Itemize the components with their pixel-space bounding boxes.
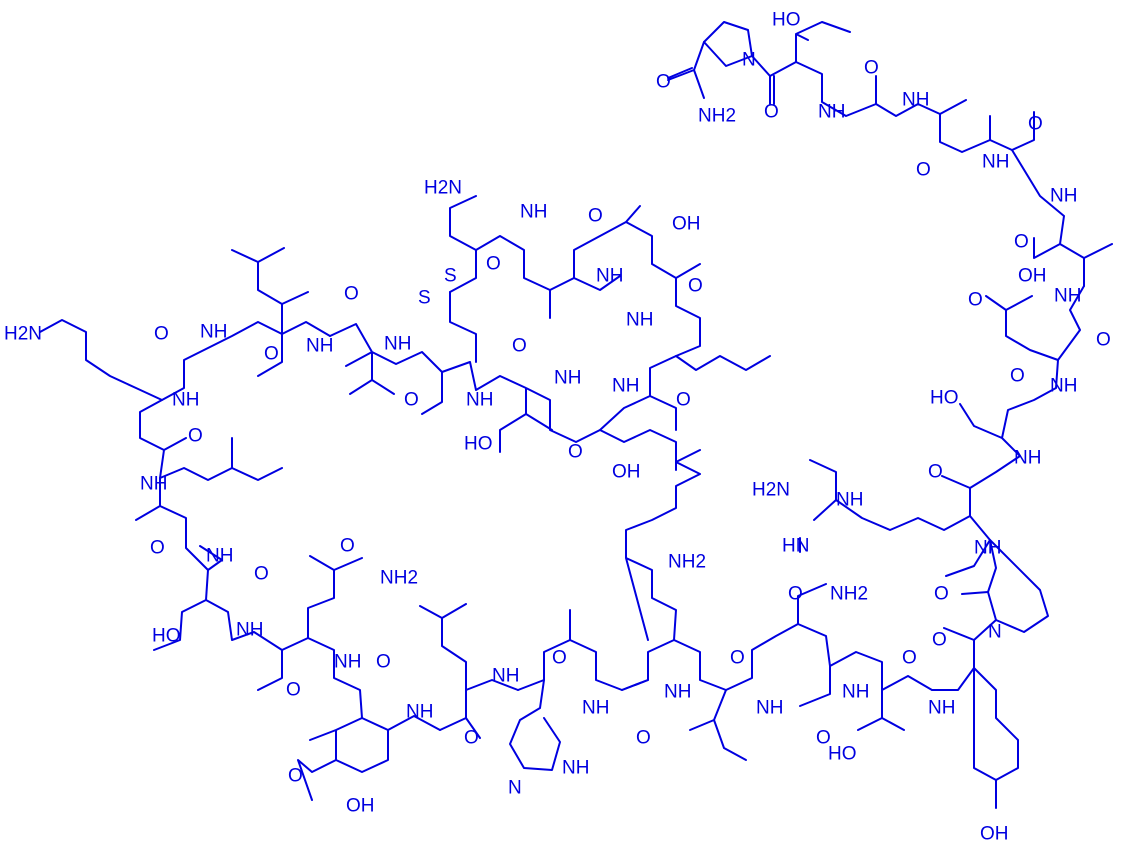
nh-ser2-ring-label: NH [612, 376, 639, 397]
oh-tyr-label: OH [980, 824, 1009, 845]
o-ser-ring-label: O [688, 276, 703, 297]
nh-val-mid-label: NH [384, 334, 411, 355]
o-gln-side-label: O [340, 536, 355, 557]
nh-arg-label: NH [836, 490, 863, 511]
o-asp-label: O [1096, 330, 1111, 351]
nh-tyr-label: NH [928, 698, 955, 719]
o-asp-acid-label: O [968, 290, 983, 311]
nh-thr-ring-label: NH [554, 368, 581, 389]
o-gly-left-label: O [154, 324, 169, 345]
nh-lys-label: NH [172, 390, 199, 411]
o-arg-label: O [928, 462, 943, 483]
nh-ala-ring-label: NH [596, 266, 623, 287]
o-lys-label: O [188, 426, 203, 447]
o-thr-top-label: O [764, 102, 779, 123]
nh-gly-top-label: NH [902, 90, 929, 111]
nh2-pro-amide-label: NH2 [698, 106, 736, 127]
o-gly2-top-label: O [1028, 114, 1043, 135]
nh-his-ring-label: NH [562, 758, 589, 779]
nh-leu-left-label: NH [140, 474, 167, 495]
nh-gln-b-label: NH [756, 698, 783, 719]
nh-leu-b2-label: NH [664, 682, 691, 703]
o-cys2-ring-label: O [404, 390, 419, 411]
n-his-ring-label: N [508, 778, 522, 799]
o-gln-b-side-label: O [788, 584, 803, 605]
nh-arg-bb-label: NH [974, 538, 1001, 559]
n-pro-mid-label: N [988, 622, 1002, 643]
nh-ala-top-label: NH [982, 152, 1009, 173]
nh-cys-label: NH [520, 202, 547, 223]
bond-skeleton [39, 21, 1113, 809]
o-his-label: O [552, 648, 567, 669]
nh-leu-b-label: NH [406, 702, 433, 723]
o-ser2-ring-label: O [568, 442, 583, 463]
s1-label: S [444, 266, 457, 287]
o-glu-label: O [376, 652, 391, 673]
nh-glu-label: NH [334, 652, 361, 673]
nh-gln-left-label: NH [236, 620, 263, 641]
o-thr-ring-label: O [512, 336, 527, 357]
h2n-lys-label: H2N [4, 324, 42, 345]
o-gln-b-label: O [816, 728, 831, 749]
nh-thr-b-label: NH [842, 682, 869, 703]
o-ala-ring-label: O [588, 206, 603, 227]
o-ala-top-label: O [916, 160, 931, 181]
o-thr-b-label: O [902, 648, 917, 669]
oh-ser2-ring-label: OH [612, 462, 641, 483]
ho-thr-b-label: HO [828, 744, 857, 765]
atom-labels: N O NH2 HO O NH O NH O NH O NH O OH O NH… [4, 10, 1111, 845]
nh2-lys-b-label: NH2 [668, 552, 706, 573]
o-val-mid-label: O [344, 284, 359, 305]
o-leu-left-label: O [150, 538, 165, 559]
nh-his-label: NH [492, 666, 519, 687]
o-gly-top-label: O [864, 58, 879, 79]
nh-cys2-ring-label: NH [466, 390, 493, 411]
nh-val-top-label: NH [1050, 186, 1077, 207]
o-pro-mid-label: O [934, 584, 949, 605]
ho-ser-left-label: HO [152, 626, 181, 647]
o-pro-amide-label: O [656, 72, 671, 93]
oh-asp-label: OH [1018, 266, 1047, 287]
o-thr-r-label: O [1010, 366, 1025, 387]
oh-ser-ring-label: OH [672, 214, 701, 235]
oh-glu-label: OH [346, 796, 375, 817]
s2-label: S [418, 288, 431, 309]
ho-thr-ring-label: HO [464, 434, 493, 455]
o-ser-left-label: O [254, 564, 269, 585]
o-lys-b-label: O [636, 728, 651, 749]
nh-leu-top-label: NH [306, 336, 333, 357]
nh-thr-r2-label: NH [1014, 448, 1041, 469]
nh-gly-left-label: NH [200, 322, 227, 343]
o-gln-left-label: O [286, 680, 301, 701]
o-leu-b-label: O [464, 728, 479, 749]
o-leu-b2-label: O [730, 648, 745, 669]
nh-leu-ring-label: NH [626, 310, 653, 331]
nh-lys-b-label: NH [582, 698, 609, 719]
nh-thr-top-label: NH [818, 102, 845, 123]
nh2-gln-b-label: NH2 [830, 584, 868, 605]
nh2-gln-left-label: NH2 [380, 568, 418, 589]
o-leu-top-label: O [264, 344, 279, 365]
h2n-cys-label: H2N [424, 178, 462, 199]
o-glu-acid-label: O [288, 766, 303, 787]
o-cys-label: O [486, 254, 501, 275]
nh-thr-r-label: NH [1050, 376, 1077, 397]
nh-ser-left-label: NH [206, 546, 233, 567]
nh-asp-label: NH [1054, 286, 1081, 307]
ho-thr-r-label: HO [930, 388, 959, 409]
o-tyr-label: O [932, 630, 947, 651]
o-val-top-label: O [1014, 232, 1029, 253]
n-pro-top-label: N [742, 50, 756, 71]
o-leu-ring-label: O [676, 390, 691, 411]
ho-thr-top-label: HO [772, 10, 801, 31]
hn-arg-label: HN [782, 536, 809, 557]
h2n-arg-label: H2N [752, 480, 790, 501]
